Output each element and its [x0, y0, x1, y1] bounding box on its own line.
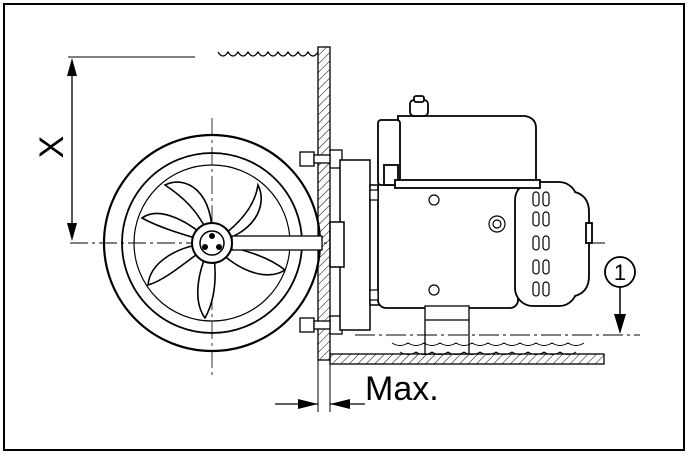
motor-vents — [532, 191, 550, 297]
x-dimension-arrow-bottom — [67, 223, 77, 241]
control-box — [377, 95, 541, 189]
motor-flange — [329, 159, 381, 331]
max-dimension-label: Max. — [365, 370, 439, 408]
mounting-bolts — [299, 149, 343, 335]
callout-1: 1 — [604, 256, 636, 334]
callout-number: 1 — [614, 260, 626, 285]
motor-support — [424, 305, 470, 355]
x-dimension-arrow-top — [67, 58, 77, 76]
hull-wall — [317, 46, 331, 361]
max-dimension — [275, 360, 365, 412]
outer-border — [3, 3, 685, 451]
x-dimension-label: X — [33, 136, 71, 159]
propeller-hub — [191, 222, 323, 264]
bilge-water-waves — [391, 342, 585, 355]
electric-motor — [377, 179, 593, 309]
top-water-surface — [217, 50, 319, 57]
hull-bottom — [329, 353, 605, 365]
motor-screws — [369, 189, 506, 301]
